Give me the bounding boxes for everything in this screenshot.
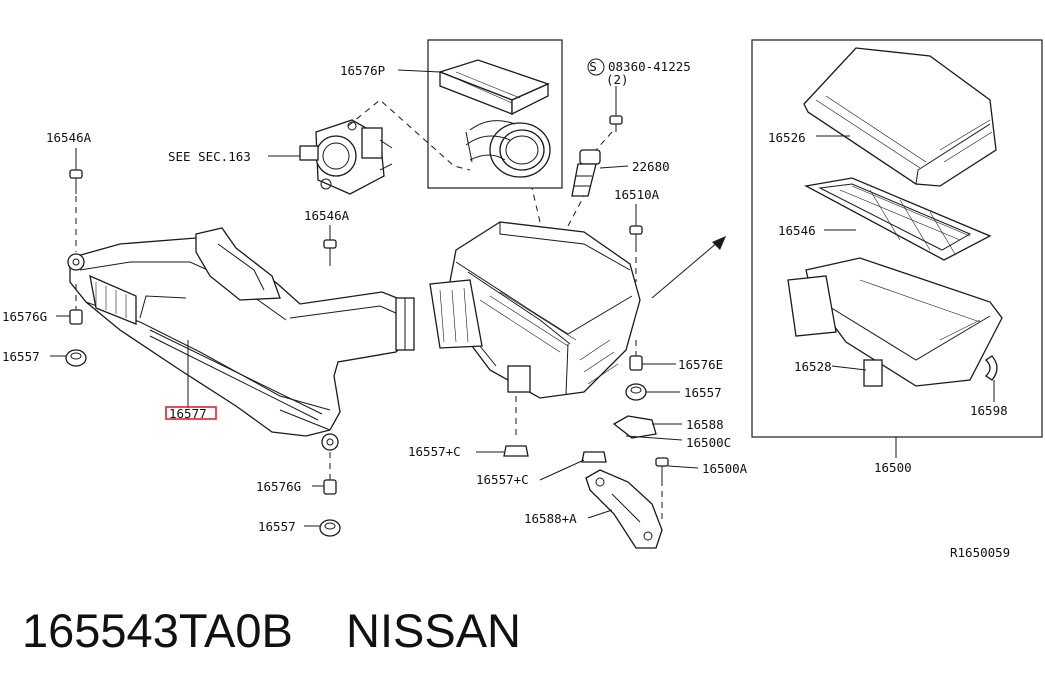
air-filter-element-icon (438, 59, 551, 178)
diagram-code: R1650059 (950, 545, 1010, 560)
inset-box-exploded (751, 39, 1043, 438)
throttle-body-icon (299, 119, 393, 195)
grommet-icon-16557-right (625, 383, 647, 401)
leader-16528 (831, 365, 867, 371)
label-16557-bottom: 16557 (258, 519, 296, 534)
leader-16500C (625, 435, 683, 441)
collar-icon-16576G-left (69, 309, 83, 325)
label-08360-41225: 08360-41225 (608, 59, 691, 74)
arrow-head-icon (712, 236, 726, 250)
air-cleaner-assembly-icon (429, 221, 641, 399)
bracket-icon-16588A (585, 469, 663, 549)
bracket-icon-16588 (612, 415, 657, 439)
label-16510A: 16510A (614, 187, 660, 202)
label-16598: 16598 (970, 403, 1008, 418)
grommet-icon-16557-bottom (319, 519, 341, 537)
sensor-to-assembly-dash (567, 195, 585, 227)
inset-box-filter (427, 39, 563, 189)
clip-icon-16598 (984, 355, 998, 381)
label-16588A: 16588+A (524, 511, 577, 526)
leader-22680 (599, 165, 629, 169)
label-16546: 16546 (778, 223, 816, 238)
label-16526: 16526 (768, 130, 806, 145)
label-16557C-1: 16557+C (408, 444, 461, 459)
label-16546A-left: 16546A (46, 130, 92, 145)
label-16588: 16588 (686, 417, 724, 432)
air-duct-icon (67, 227, 415, 451)
leader-16576P (397, 69, 441, 73)
filter-element-icon-16546 (804, 177, 992, 261)
leader-16500A (667, 465, 699, 469)
label-16557C-2: 16557+C (476, 472, 529, 487)
screw-icon-08360 (587, 58, 623, 132)
filter-to-assembly-dash (531, 187, 541, 223)
brand-name: NISSAN (346, 604, 521, 657)
label-16500C: 16500C (686, 435, 731, 450)
label-16546A-mid: 16546A (304, 208, 350, 223)
lower-case-icon-16528 (787, 257, 1003, 387)
highlight-box-16577 (165, 406, 217, 420)
label-08360-qty: (2) (606, 72, 629, 87)
label-16576P: 16576P (340, 63, 385, 78)
grommet-icon-16557-left (65, 349, 87, 367)
label-16557-left: 16557 (2, 349, 40, 364)
label-16557-right: 16557 (684, 385, 722, 400)
collar-icon-16576G-bottom (323, 479, 337, 495)
label-see-sec-163: SEE SEC.163 (168, 149, 251, 164)
bolt-icon-16510A (629, 204, 643, 250)
throttle-connector-dash (347, 99, 471, 171)
explode-arrow (651, 241, 719, 299)
label-16577: 16577 (169, 406, 207, 421)
screw-dash (595, 131, 613, 151)
bolt-icon-16500A (655, 457, 669, 480)
label-16576G-left: 16576G (2, 309, 47, 324)
label-16576G-bottom: 16576G (256, 479, 301, 494)
label-08360-symbol: S (589, 59, 597, 74)
upper-cover-icon-16526 (803, 47, 997, 187)
leader-16588A (587, 509, 613, 519)
grommet-icon-16557C-2 (581, 451, 607, 463)
label-22680: 22680 (632, 159, 670, 174)
collar-icon-16576E (629, 355, 643, 371)
label-16500A: 16500A (702, 461, 748, 476)
leader-16557C-2 (539, 459, 585, 481)
part-number: 165543TA0B (22, 604, 293, 657)
bolt-icon-16546A-left (69, 148, 83, 194)
grommet-icon-16557C-1 (503, 445, 529, 457)
bolt-icon-16546A-mid (323, 225, 337, 266)
label-16528: 16528 (794, 359, 832, 374)
label-16500: 16500 (874, 460, 912, 475)
maf-sensor-icon (571, 149, 601, 197)
label-16576E: 16576E (678, 357, 723, 372)
